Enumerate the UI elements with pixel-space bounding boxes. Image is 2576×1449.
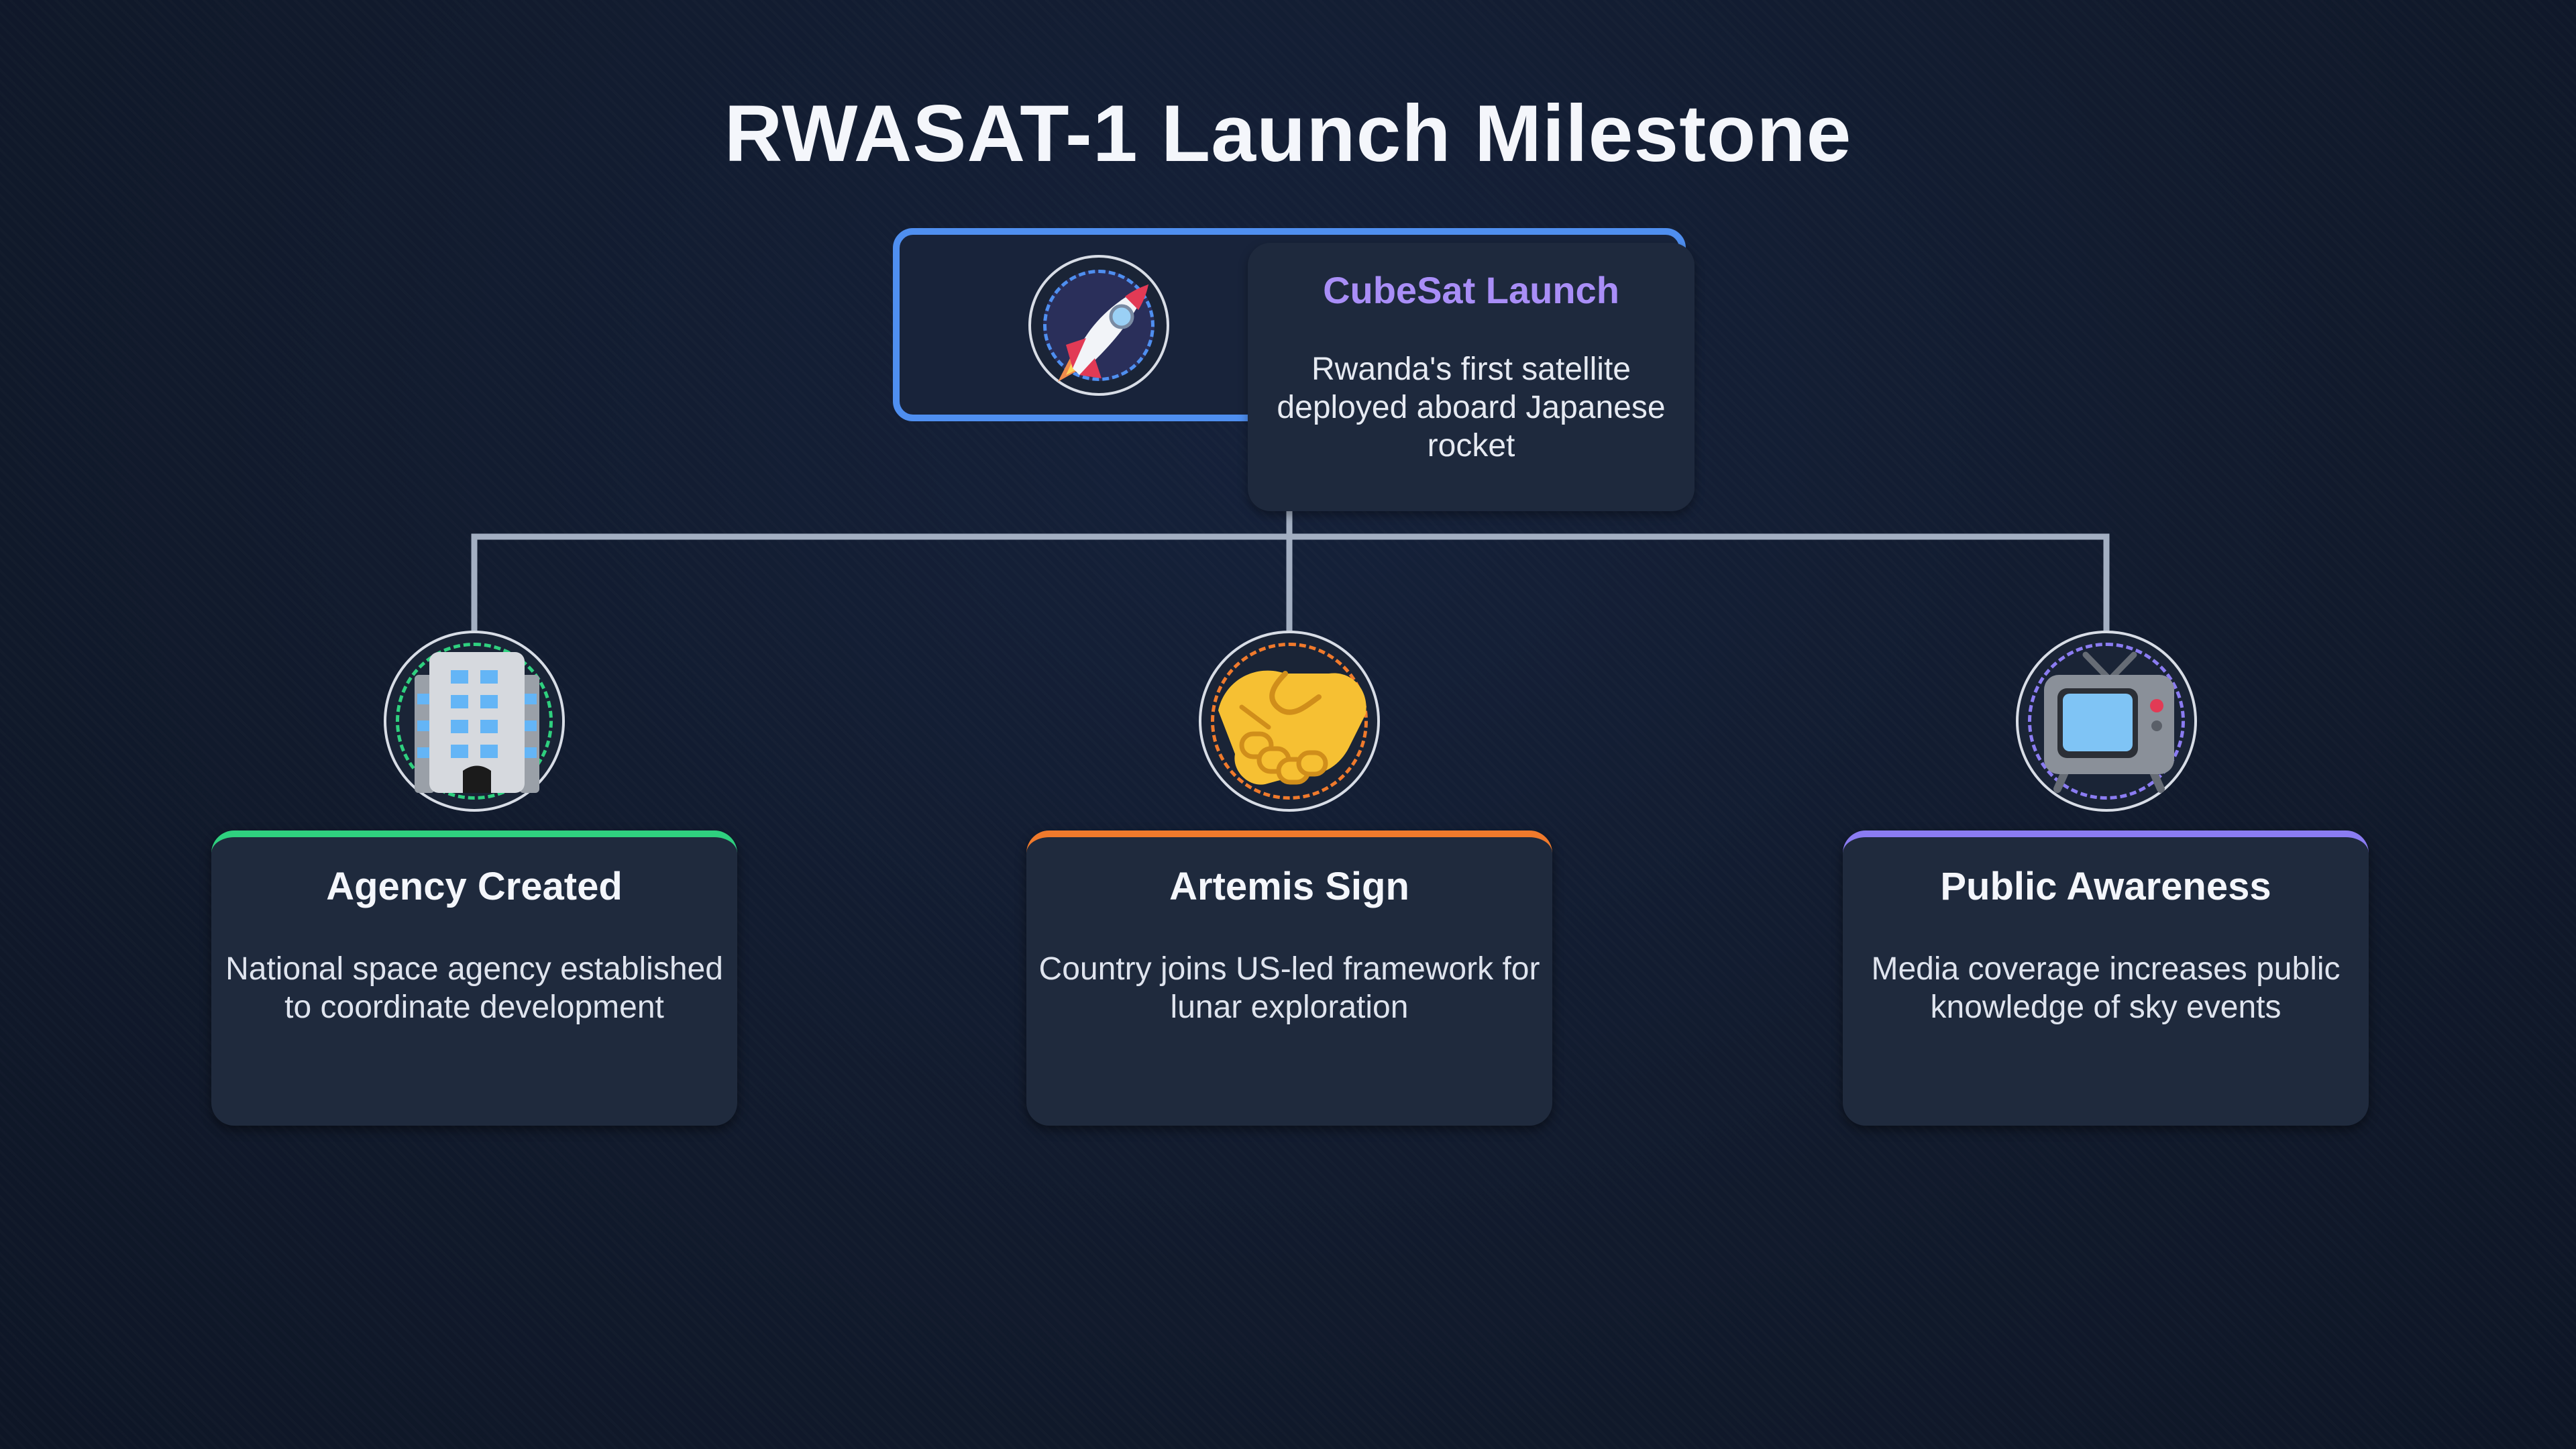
child-card-description: Country joins US-led framework for lunar… (1038, 951, 1540, 1025)
root-node-description: Rwanda's first satellite deployed aboard… (1277, 352, 1666, 464)
child-card-description: National space agency established to coo… (225, 951, 723, 1025)
child-card-description: Media coverage increases public knowledg… (1871, 951, 2341, 1025)
child-card-awareness (1843, 830, 2369, 1126)
root-node-title: CubeSat Launch (1323, 269, 1619, 311)
diagram-title: RWASAT-1 Launch Milestone (724, 89, 1852, 178)
child-card-artemis (1026, 830, 1552, 1126)
television-icon-badge (2016, 631, 2197, 812)
child-card-title: Public Awareness (1940, 865, 2271, 908)
office-building-icon-badge (384, 631, 565, 812)
root-node-card (1248, 243, 1695, 511)
handshake-icon (1218, 670, 1366, 785)
child-card-agency (211, 830, 737, 1126)
handshake-icon-badge (1199, 631, 1380, 812)
rocket-icon (1058, 284, 1148, 382)
office-building-icon (415, 652, 539, 793)
child-card-title: Artemis Sign (1169, 865, 1409, 908)
television-icon (2044, 651, 2174, 793)
child-card-title: Agency Created (326, 865, 623, 908)
rocket-icon-badge (1028, 255, 1169, 396)
